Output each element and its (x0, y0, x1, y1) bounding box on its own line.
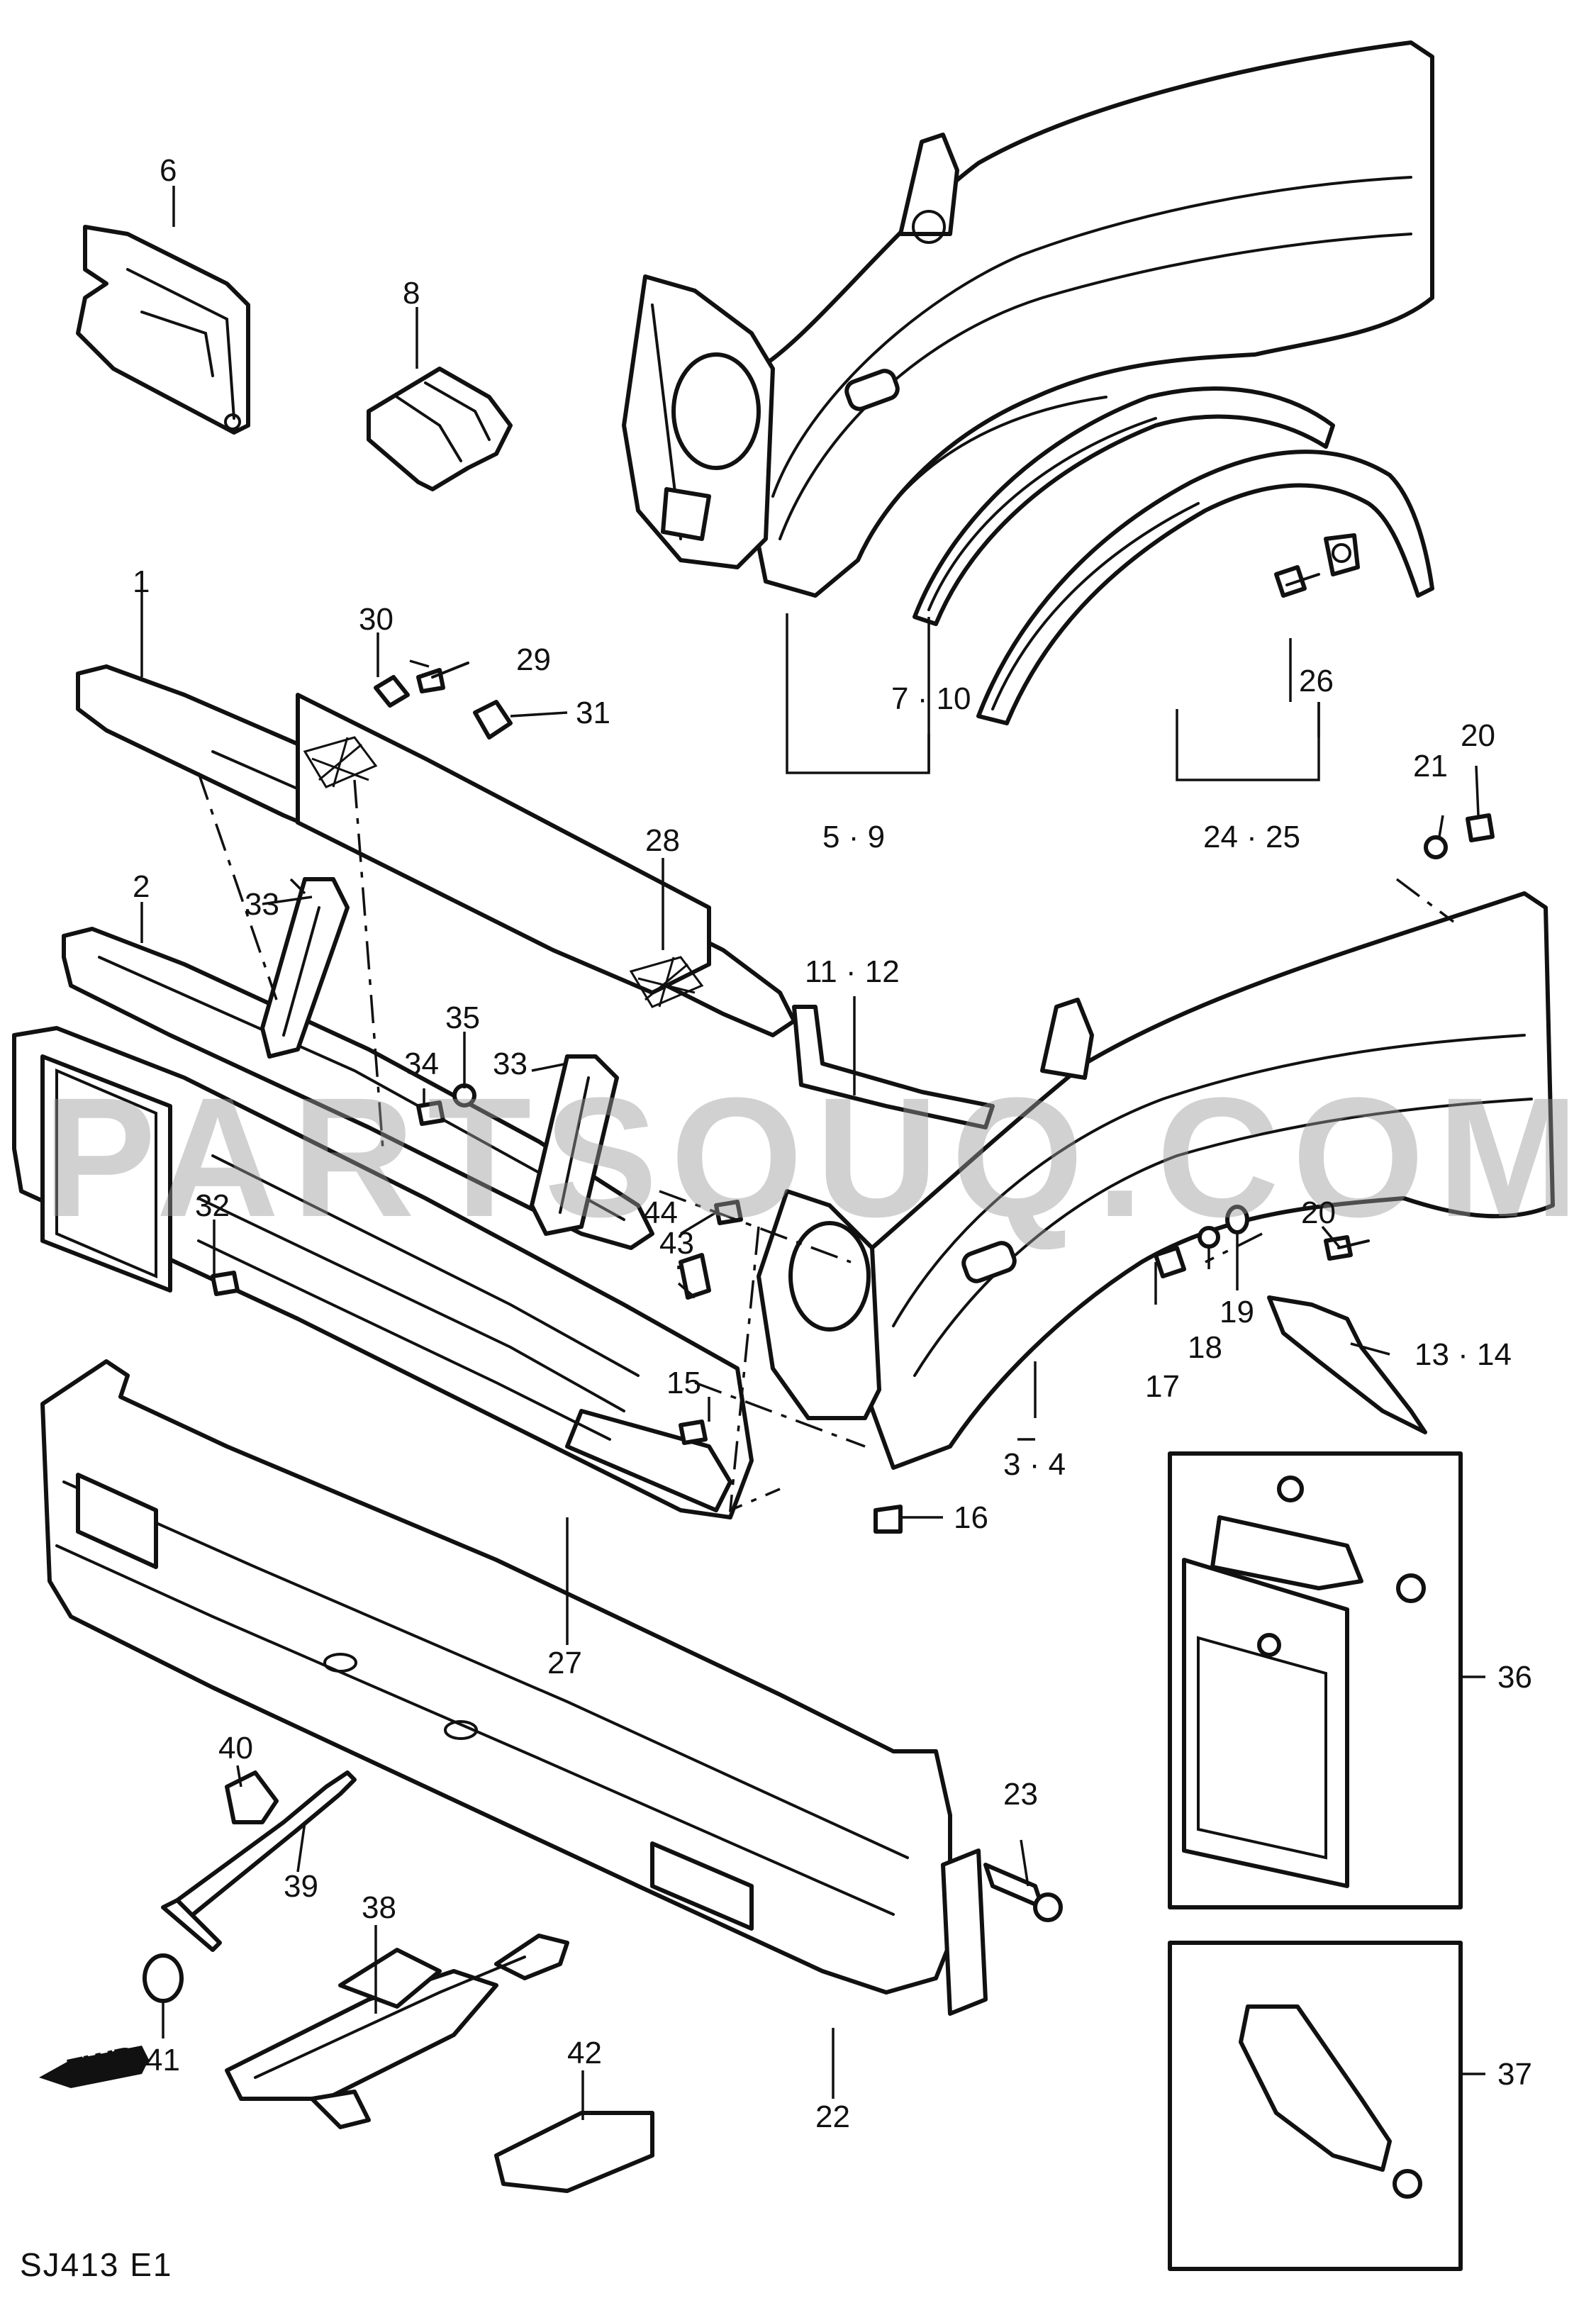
callout-23: 23 (1003, 1777, 1038, 1812)
panel-28 (296, 693, 711, 1008)
callout-6: 6 (160, 153, 177, 188)
callout-27: 27 (547, 1646, 582, 1680)
callout-33-right: 33 (493, 1047, 528, 1081)
callout-31: 31 (576, 696, 610, 730)
callout-26: 26 (1299, 664, 1334, 698)
callout-34: 34 (404, 1047, 439, 1081)
callout-1: 1 (133, 564, 150, 599)
callout-33-left: 33 (245, 887, 279, 922)
plug-41 (143, 1953, 184, 2003)
callout-2: 2 (133, 869, 150, 904)
callout-8: 8 (403, 276, 420, 311)
callout-18: 18 (1188, 1330, 1222, 1365)
callout-39: 39 (284, 1869, 318, 1904)
kit-36-box (1168, 1451, 1463, 1909)
wheel-arch-strip (913, 386, 1335, 626)
diagram-code: SJ413 E1 (20, 2246, 172, 2283)
callout-16: 16 (954, 1500, 988, 1535)
shield-13-14 (1267, 1295, 1427, 1434)
watermark: PARTSOUQ.COM (43, 1062, 1592, 1252)
callout-13-14: 13 · 14 (1414, 1337, 1512, 1372)
bag-42 (494, 2111, 654, 2193)
inner-fender (976, 450, 1434, 725)
callout-29: 29 (516, 642, 551, 677)
alignment-lines (197, 772, 1455, 1512)
bracket-33-left (260, 877, 350, 1059)
callout-32: 32 (195, 1188, 230, 1223)
grille-27 (12, 1026, 754, 1519)
callout-22: 22 (815, 2099, 850, 2134)
lower-fender (757, 891, 1555, 1470)
callout-15: 15 (666, 1366, 701, 1400)
callout-28: 28 (645, 823, 680, 858)
panel-2 (62, 927, 654, 1250)
callout-37: 37 (1497, 2057, 1532, 2092)
callout-38: 38 (362, 1890, 396, 1925)
bumper-22 (40, 1359, 988, 2016)
screw-26 (1274, 533, 1360, 598)
callout-30: 30 (359, 602, 394, 637)
callout-20-lower: 20 (1301, 1195, 1336, 1230)
callout-21: 21 (1413, 749, 1448, 783)
bolt-23 (983, 1863, 1063, 1922)
fasteners-17-21 (1154, 813, 1495, 1278)
bracket-33-right (530, 1054, 619, 1236)
callout-35: 35 (445, 1000, 480, 1035)
callout-40: 40 (218, 1731, 253, 1766)
bracket-6 (76, 225, 250, 435)
callout-36: 36 (1497, 1660, 1532, 1695)
callout-17: 17 (1145, 1369, 1180, 1404)
callout-41: 41 (145, 2043, 180, 2077)
callout-44: 44 (643, 1195, 678, 1230)
callout-labels: 6 8 1 2 30 29 31 28 33 33 35 34 32 44 43… (133, 153, 1532, 2134)
callout-19: 19 (1220, 1295, 1254, 1329)
upper-fender (622, 40, 1434, 598)
bracket-11-12 (792, 1005, 995, 1130)
leader-lines (140, 186, 1485, 2120)
fasteners-small (211, 662, 903, 1534)
callout-7-10: 7 · 10 (891, 681, 971, 716)
bracket-8 (367, 367, 513, 491)
clip-40 (225, 1770, 279, 1824)
callout-42: 42 (567, 2036, 602, 2070)
kit-37-box (1168, 1941, 1463, 2271)
rod-39 (161, 1770, 357, 1952)
jack-38 (225, 1934, 569, 2129)
callout-43: 43 (659, 1226, 694, 1261)
fwd-arrow-icon: FWD (39, 2039, 149, 2088)
callout-24-25: 24 · 25 (1203, 820, 1300, 854)
callout-5-9: 5 · 9 (822, 820, 885, 854)
callout-3-4: 3 · 4 (1003, 1447, 1066, 1482)
callout-11-12: 11 · 12 (805, 954, 900, 989)
fwd-label: FWD (63, 2039, 140, 2088)
callout-20-upper: 20 (1461, 718, 1495, 753)
